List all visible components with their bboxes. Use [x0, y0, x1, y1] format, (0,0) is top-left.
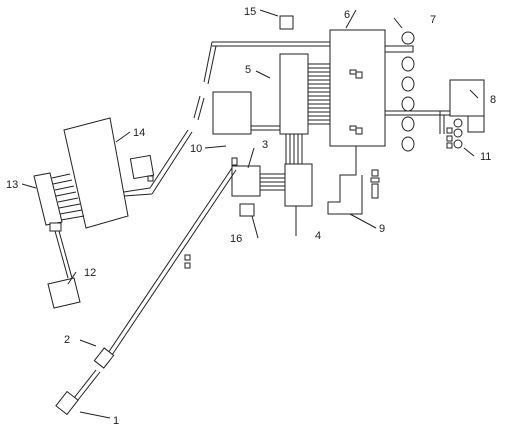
callout-16: 16 — [230, 233, 242, 245]
callout-15: 15 — [244, 6, 256, 18]
callout-13: 13 — [6, 179, 18, 191]
callout-14: 14 — [133, 127, 145, 139]
callout-9: 9 — [379, 223, 385, 235]
callout-5: 5 — [245, 64, 251, 76]
component-8 — [385, 79, 485, 134]
bus-5-6 — [308, 63, 330, 125]
component-15 — [279, 15, 294, 30]
component-7 — [401, 31, 415, 152]
callout-6: 6 — [344, 9, 350, 21]
callout-2: 2 — [64, 334, 70, 346]
component-4 — [284, 163, 313, 207]
bus-13-14 — [51, 173, 85, 221]
component-3 — [231, 157, 261, 197]
bus-3-4 — [260, 173, 285, 191]
callout-3: 3 — [262, 139, 268, 151]
callout-11: 11 — [480, 151, 491, 163]
component-11 — [446, 118, 463, 149]
component-10 — [212, 91, 280, 135]
callout-12: 12 — [84, 267, 96, 279]
component-12 — [47, 230, 81, 309]
component-9 — [327, 146, 380, 215]
callout-10: 10 — [190, 143, 202, 155]
component-14 — [63, 117, 155, 229]
callout-8: 8 — [490, 94, 496, 106]
component-16 — [239, 203, 255, 217]
callout-7: 7 — [430, 14, 436, 26]
callout-4: 4 — [315, 230, 321, 242]
bus-5-4 — [285, 134, 303, 164]
link-6-to-14 — [123, 41, 330, 197]
component-6 — [329, 29, 414, 147]
callout-1: 1 — [113, 415, 119, 427]
component-5 — [279, 53, 309, 135]
component-13 — [33, 172, 63, 232]
leader-lines — [21, 9, 479, 419]
cable-1-2-3 — [55, 167, 237, 416]
